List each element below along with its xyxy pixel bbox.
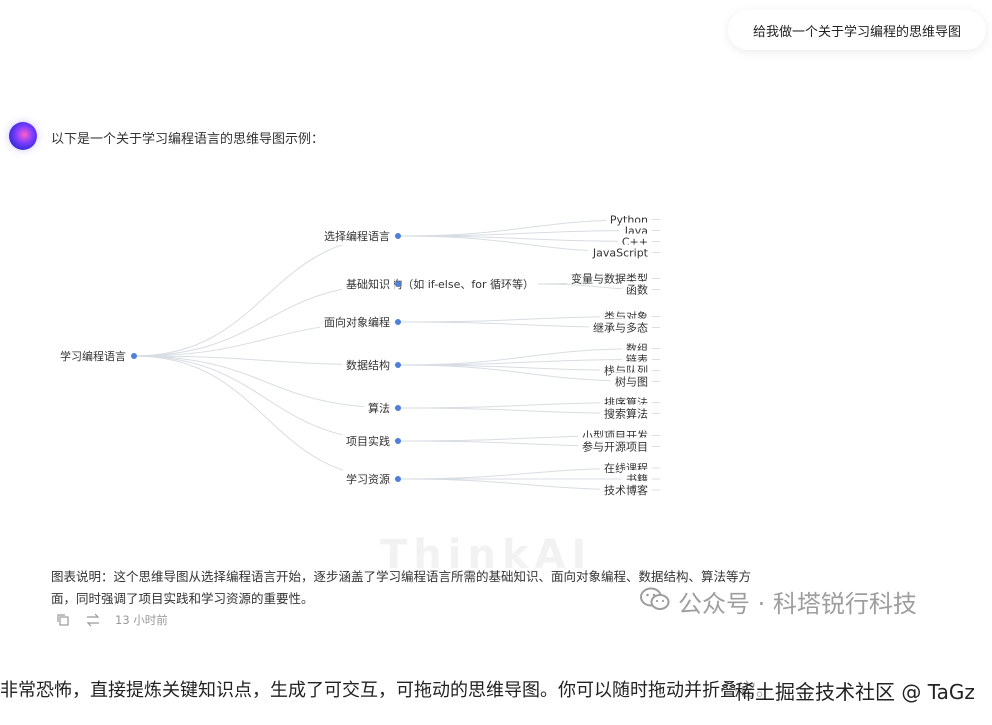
svg-text:数据结构: 数据结构 (346, 358, 390, 372)
mindmap-link (397, 359, 655, 366)
message-actions: 13 小时前 (55, 612, 168, 628)
user-message-text: 给我做一个关于学习编程的思维导图 (752, 24, 961, 40)
mindmap-link (397, 230, 655, 237)
mindmap-leaf-node[interactable]: 搜索算法 (600, 404, 652, 423)
mindmap-root-dot[interactable] (131, 353, 137, 359)
mindmap-leaf-node[interactable]: 参与开源项目 (578, 437, 652, 456)
ai-avatar (9, 122, 37, 150)
faint-watermark: ThinkAI (380, 532, 593, 578)
mindmap-branch-node[interactable]: 选择编程语言 (320, 227, 394, 245)
mindmap-leaf-node[interactable]: JavaScript (587, 244, 653, 262)
share-icon[interactable] (85, 612, 101, 628)
mindmap-node-dot[interactable] (395, 233, 401, 239)
ai-intro-text: 以下是一个关于学习编程语言的思维导图示例： (51, 132, 325, 147)
mindmap-branch-node[interactable]: 项目实践 (342, 432, 394, 450)
svg-text:继承与多态: 继承与多态 (593, 321, 648, 335)
svg-text:学习编程语言: 学习编程语言 (60, 349, 126, 363)
mindmap-leaf-node[interactable]: 技术博客 (600, 481, 652, 499)
mindmap-node-sub[interactable]: 控制结构（如 if-else、for 循环等） (354, 275, 538, 293)
mindmap-link (397, 364, 655, 382)
mindmap-node-dot[interactable] (395, 362, 401, 368)
mindmap-leaf-node[interactable]: 继承与多态 (589, 318, 652, 337)
mindmap-node-dot[interactable] (395, 438, 401, 444)
chart-caption: 图表说明：这个思维导图从选择编程语言开始，逐步涵盖了学习编程语言所需的基础知识、… (51, 569, 752, 606)
svg-text:技术博客: 技术博客 (604, 483, 648, 497)
svg-text:选择编程语言: 选择编程语言 (324, 229, 390, 243)
mindmap-leaf-node[interactable]: 树与图 (611, 372, 652, 391)
mindmap-root-node[interactable]: 学习编程语言 (56, 347, 130, 365)
svg-text:学习资源: 学习资源 (346, 472, 390, 486)
svg-text:函数: 函数 (626, 284, 648, 297)
mindmap-node-dot[interactable] (395, 405, 401, 411)
wechat-icon (640, 586, 670, 618)
mindmap-link (133, 355, 399, 409)
mindmap-link (133, 235, 399, 357)
wechat-watermark-text: 公众号 · 科塔锐行科技 (678, 590, 917, 618)
svg-text:项目实践: 项目实践 (346, 434, 390, 448)
mindmap-branch-node[interactable]: 面向对象编程 (320, 313, 394, 331)
mindmap-leaf-node[interactable]: 函数 (622, 281, 652, 299)
mindmap-node-dot[interactable] (395, 281, 401, 287)
svg-text:树与图: 树与图 (615, 375, 648, 389)
mindmap-link (133, 355, 399, 480)
svg-text:算法: 算法 (368, 401, 390, 415)
svg-text:控制结构（如 if-else、for 循环等）: 控制结构（如 if-else、for 循环等） (358, 277, 534, 291)
svg-text:基础知识: 基础知识 (346, 277, 390, 291)
mindmap-branch-node[interactable]: 算法 (364, 399, 394, 417)
mindmap-branch-node[interactable]: 学习资源 (342, 470, 394, 488)
source-watermark: 稀土掘金技术社区 @ TaGz (735, 676, 975, 705)
mindmap-branch-node[interactable]: 基础知识 (342, 275, 394, 293)
svg-text:参与开源项目: 参与开源项目 (582, 440, 648, 454)
timestamp: 13 小时前 (115, 613, 168, 627)
mindmap-node-dot[interactable] (395, 319, 401, 325)
svg-text:JavaScript: JavaScript (592, 247, 649, 260)
svg-text:面向对象编程: 面向对象编程 (324, 315, 390, 329)
article-text: 非常恐怖，直接提炼关键知识点，生成了可交互，可拖动的思维导图。你可以随时拖动并折… (0, 680, 774, 701)
svg-text:搜索算法: 搜索算法 (604, 407, 648, 421)
mindmap-branch-node[interactable]: 数据结构 (342, 356, 394, 374)
mindmap-node-dot[interactable] (395, 476, 401, 482)
wechat-watermark: 公众号 · 科塔锐行科技 (640, 584, 917, 619)
copy-icon[interactable] (55, 612, 71, 628)
user-message-bubble: 给我做一个关于学习编程的思维导图 (728, 10, 986, 50)
